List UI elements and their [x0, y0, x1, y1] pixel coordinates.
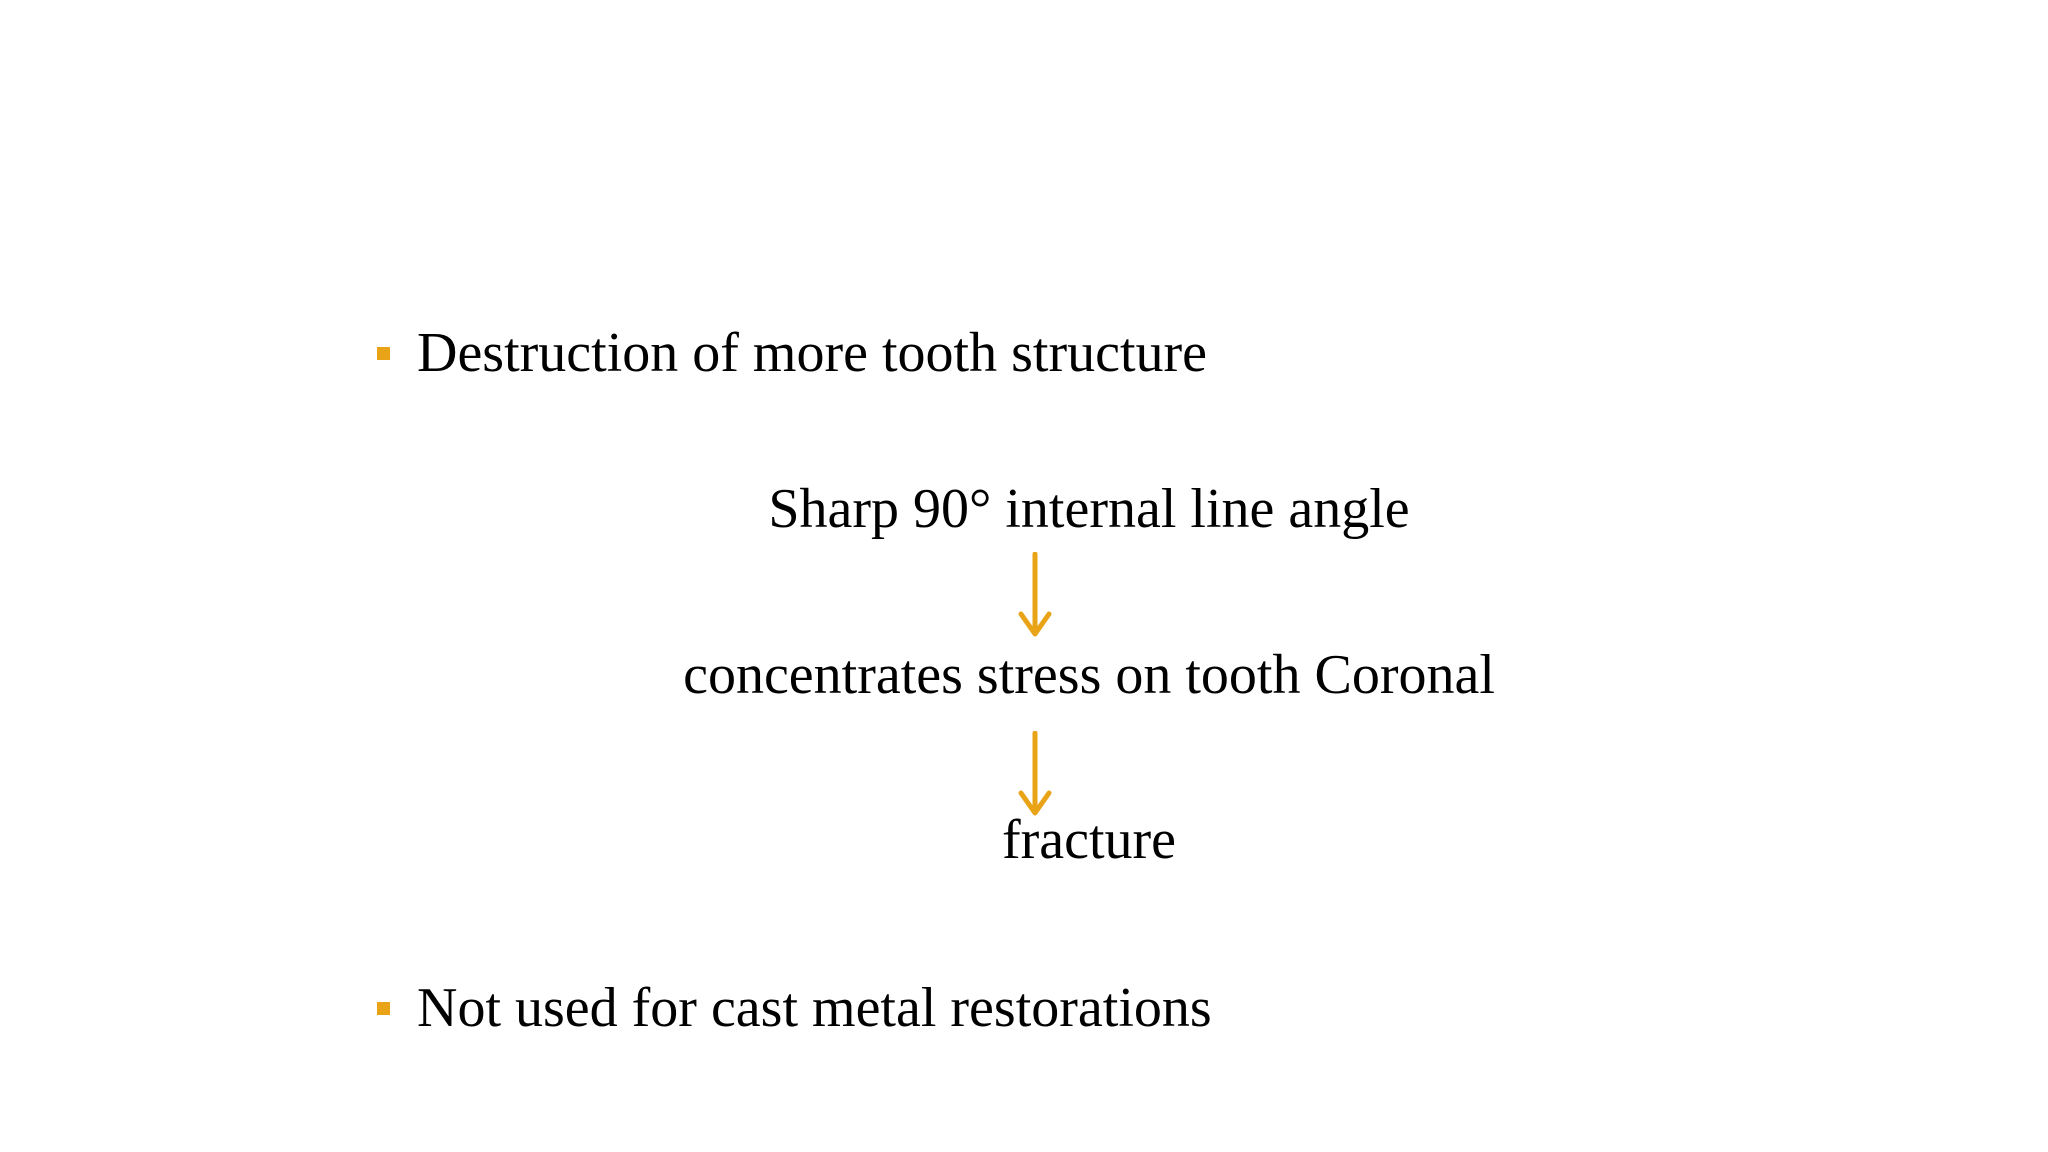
arrow-down-icon: [1018, 552, 1052, 637]
bullet-item: Not used for cast metal restorations: [377, 973, 1212, 1043]
flow-step-text: concentrates stress on tooth Coronal: [683, 644, 1495, 706]
bullet-text: Destruction of more tooth structure: [417, 322, 1208, 384]
arrow-down-icon: [1018, 731, 1052, 816]
flow-step: Sharp 90° internal line angle: [0, 474, 2048, 544]
flow-step: fracture: [0, 805, 2048, 875]
bullet-text: Not used for cast metal restorations: [417, 977, 1212, 1039]
square-bullet-icon: [377, 1001, 390, 1015]
flow-step-text: fracture: [1001, 809, 1177, 871]
bullet-item: Destruction of more tooth structure: [377, 318, 1207, 388]
flow-step: concentrates stress on tooth Coronal: [0, 640, 2048, 710]
flow-step-text: Sharp 90° internal line angle: [768, 478, 1410, 540]
square-bullet-icon: [377, 346, 390, 360]
